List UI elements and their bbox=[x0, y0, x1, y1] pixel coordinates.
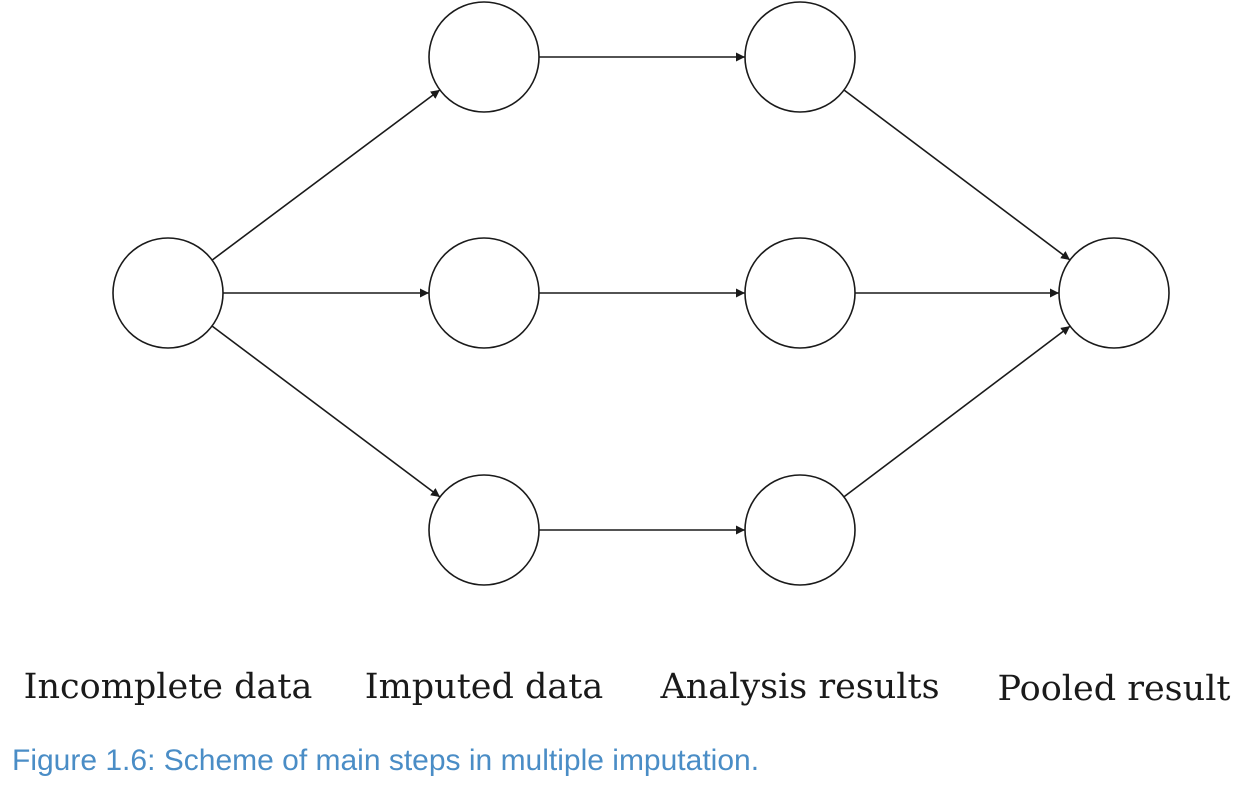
stage-label-pooled-result: Pooled result bbox=[998, 669, 1231, 709]
stage-labels: Incomplete data Imputed data Analysis re… bbox=[24, 667, 1231, 709]
node-analysis-2 bbox=[744, 237, 856, 349]
node-analysis-1 bbox=[744, 1, 856, 113]
arrow-incomplete-to-imputed-1 bbox=[211, 89, 441, 261]
node-analysis-3 bbox=[744, 474, 856, 586]
nodes-layer bbox=[112, 1, 1170, 586]
node-imputed-3 bbox=[428, 474, 540, 586]
arrow-analysis-1-to-pooled bbox=[843, 89, 1071, 261]
node-imputed-2 bbox=[428, 237, 540, 349]
edges-layer bbox=[211, 52, 1071, 535]
node-incomplete bbox=[112, 237, 224, 349]
node-pooled bbox=[1058, 237, 1170, 349]
stage-label-analysis-results: Analysis results bbox=[659, 667, 939, 707]
arrow-incomplete-to-imputed-3 bbox=[211, 325, 441, 498]
stage-label-incomplete-data: Incomplete data bbox=[24, 667, 313, 707]
stage-label-imputed-data: Imputed data bbox=[365, 667, 603, 707]
node-imputed-1 bbox=[428, 1, 540, 113]
figure-caption: Figure 1.6: Scheme of main steps in mult… bbox=[12, 744, 760, 777]
imputation-scheme-diagram: Incomplete data Imputed data Analysis re… bbox=[24, 1, 1231, 709]
arrow-analysis-3-to-pooled bbox=[843, 325, 1071, 498]
